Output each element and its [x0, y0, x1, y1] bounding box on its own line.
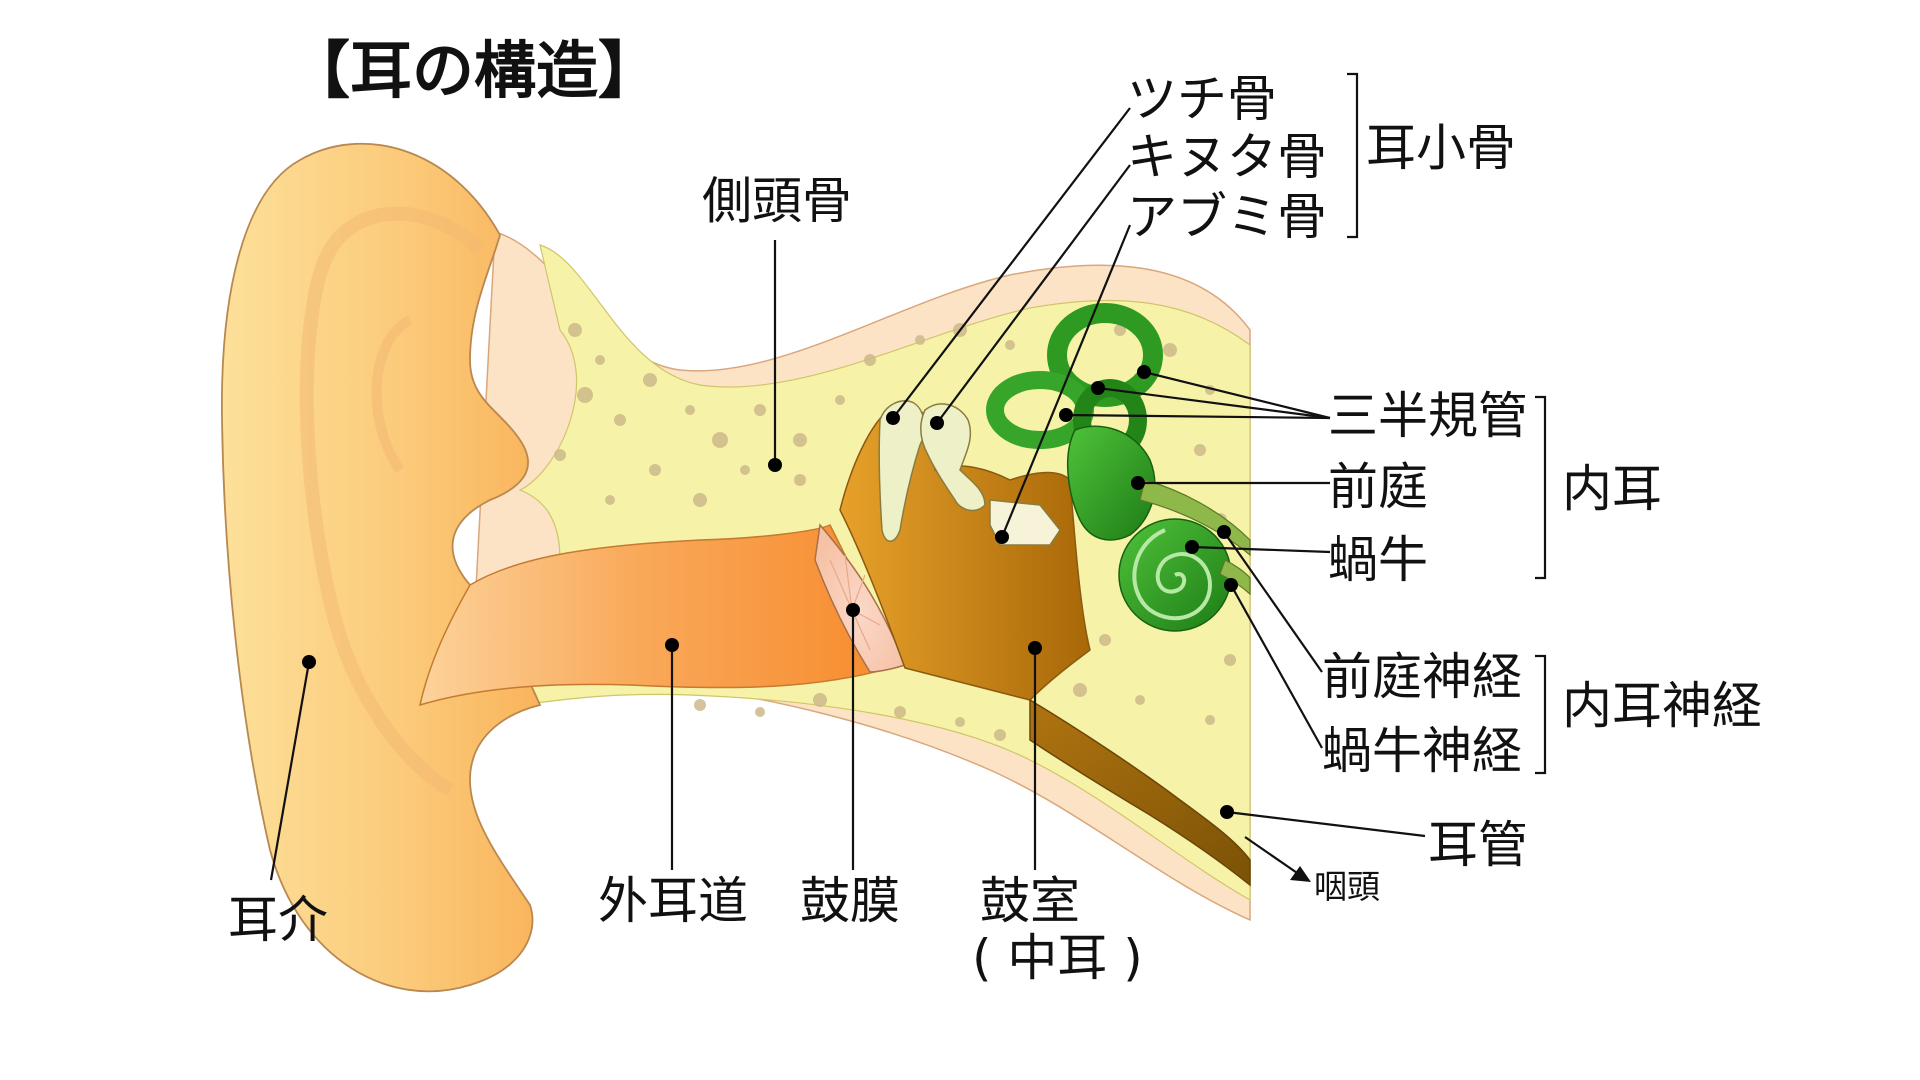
label-stapes: アブミ骨 — [1127, 188, 1327, 246]
label-inner-ear: 内耳 — [1562, 460, 1662, 518]
diagram-title: 【耳の構造】 — [288, 34, 660, 107]
pharynx-arrow-line — [1244, 836, 1304, 878]
label-temporal-bone: 側頭骨 — [702, 172, 852, 230]
malleus-shape — [878, 400, 926, 542]
vestibule-shape — [1066, 425, 1156, 541]
dot-incus — [930, 416, 944, 430]
label-cochlear-nerve: 蝸牛神経 — [1322, 722, 1522, 780]
leader-canal-3 — [1065, 413, 1331, 420]
leader-stapes — [1000, 224, 1132, 538]
label-ear-canal: 外耳道 — [598, 872, 748, 930]
leader-canal-2 — [1097, 386, 1331, 420]
label-eustachian-tube: 耳管 — [1428, 816, 1528, 874]
label-semicircular-canals: 三半規管 — [1328, 387, 1528, 445]
label-inner-ear-nerve: 内耳神経 — [1562, 677, 1762, 735]
label-pinna: 耳介 — [228, 891, 328, 949]
labels: 耳介 外耳道 鼓膜 鼓室 ( 中耳 ) 側頭骨 ツチ骨 キヌタ骨 アブミ骨 耳小… — [228, 70, 1762, 987]
dot-vestibule — [1131, 476, 1145, 490]
vestibular-nerve-shape — [1139, 479, 1251, 557]
leader-incus — [936, 164, 1131, 424]
bracket-inner-ear-nerve — [1535, 654, 1547, 775]
eardrum-shape — [814, 523, 906, 673]
pharynx-arrow-head — [1290, 866, 1311, 882]
leader-eustachian — [1226, 810, 1426, 838]
dot-canal-3 — [1059, 408, 1073, 422]
leader-canal-1 — [1143, 370, 1331, 420]
dot-tympanic — [1028, 641, 1042, 655]
leader-cochlear-nerve — [1230, 584, 1323, 749]
incus-shape — [920, 403, 986, 512]
dot-canal-1 — [1137, 365, 1151, 379]
leader-malleus — [892, 107, 1131, 419]
eardrum-striations — [829, 554, 881, 651]
pointer-dots — [302, 365, 1238, 819]
cochlea-spiral — [1132, 528, 1213, 621]
dot-eardrum — [846, 603, 860, 617]
label-tympanic-cavity: 鼓室 — [980, 872, 1080, 930]
dot-ear-canal — [665, 638, 679, 652]
ear-canal-shape — [418, 523, 902, 707]
leader-lines — [269, 72, 1547, 882]
dot-pinna — [302, 655, 316, 669]
inner-ear-group — [986, 303, 1251, 632]
dot-canal-2 — [1091, 381, 1105, 395]
label-malleus: ツチ骨 — [1127, 70, 1277, 128]
cochlear-nerve-shape — [1219, 559, 1251, 596]
dot-eustachian — [1220, 805, 1234, 819]
pinna-antihelix — [371, 315, 413, 473]
label-cochlea: 蝸牛 — [1328, 531, 1428, 589]
label-incus: キヌタ骨 — [1127, 128, 1327, 186]
label-vestibule: 前庭 — [1328, 458, 1428, 516]
bone-speckles — [554, 323, 1236, 741]
dot-vestibular-nerve — [1217, 525, 1231, 539]
pinna-inner-fold — [299, 206, 485, 797]
leader-cochlea — [1191, 545, 1331, 554]
label-ossicles: 耳小骨 — [1366, 119, 1516, 177]
eustachian-tube-shape — [1029, 698, 1251, 887]
dot-stapes — [995, 530, 1009, 544]
bracket-ossicles — [1347, 72, 1359, 239]
label-vestibular-nerve: 前庭神経 — [1322, 648, 1522, 706]
leader-pinna — [269, 661, 311, 881]
dot-cochlear-nerve — [1224, 578, 1238, 592]
dot-malleus — [886, 411, 900, 425]
label-pharynx: 咽頭 — [1314, 867, 1380, 906]
dot-cochlea — [1185, 540, 1199, 554]
label-middle-ear: ( 中耳 ) — [972, 929, 1143, 987]
label-eardrum: 鼓膜 — [800, 872, 900, 930]
bracket-inner-ear — [1535, 395, 1547, 580]
dot-temporal-bone — [768, 458, 782, 472]
leader-vestibular-nerve — [1223, 531, 1323, 673]
